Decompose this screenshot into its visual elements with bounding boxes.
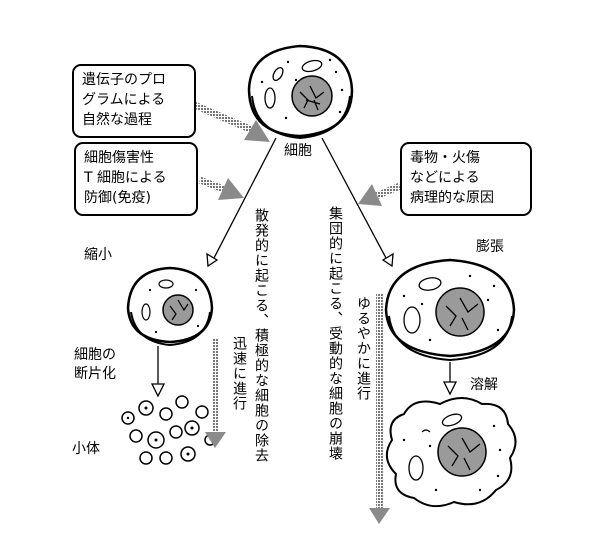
natural-program-line-3: 自然な過程 [82, 112, 152, 128]
slow-progress-text: ゆるやかに進行 [355, 296, 371, 401]
arrow-dissolution [442, 362, 458, 396]
shrunken-cell [126, 266, 214, 347]
swell-label: 膨張 [476, 239, 504, 255]
fragmentation-line-2: 断片化 [74, 366, 116, 382]
tcell-defense-box: 細胞傷害性 T 細胞による 防御(免疫) [74, 142, 198, 216]
shrink-label: 縮小 [84, 247, 112, 263]
tcell-defense-line-1: 細胞傷害性 [84, 150, 154, 166]
collective-collapse-text: 集団的に起こる、受動的な細胞の崩壊 [327, 206, 343, 461]
fragmentation-line-1: 細胞の [74, 347, 116, 363]
natural-program-box: 遺伝子のプロ グラムによる 自然な過程 [72, 64, 196, 138]
arrow-fragmentation [150, 346, 166, 398]
pathological-cause-line-3: 病理的な原因 [410, 190, 494, 206]
pathological-cause-box: 毒物・火傷 などによる 病理的な原因 [400, 142, 532, 216]
sporadic-removal-text: 散発的に起こる、積極的な細胞の除去 [253, 208, 269, 463]
arrow-to-shrink [206, 137, 277, 268]
pathological-cause-line-1: 毒物・火傷 [410, 150, 480, 166]
dissolving-cell [385, 397, 517, 508]
swollen-cell [384, 258, 516, 362]
normal-cell [247, 44, 354, 140]
natural-program-line-1: 遺伝子のプロ [82, 72, 166, 88]
dissolution-label: 溶解 [470, 377, 498, 393]
arrow-from-tcell [198, 176, 244, 200]
arrow-rapid-progress [205, 338, 226, 448]
arrow-from-poison [358, 182, 402, 206]
tcell-defense-line-3: 防御(免疫) [84, 190, 151, 206]
fragmentation-label: 細胞の 断片化 [74, 346, 116, 384]
pathological-cause-line-2: などによる [410, 170, 480, 186]
rapid-progress-text: 迅速に進行 [231, 336, 247, 411]
arrow-to-swell [321, 137, 394, 268]
apoptotic-body-label: 小体 [72, 441, 100, 457]
apoptotic-bodies [121, 395, 216, 465]
natural-program-line-2: グラムによる [82, 92, 166, 108]
arrow-from-program [190, 100, 270, 142]
tcell-defense-line-2: T 細胞による [84, 170, 167, 186]
arrow-slow-progress [369, 294, 390, 524]
cell-label: 細胞 [284, 143, 312, 159]
